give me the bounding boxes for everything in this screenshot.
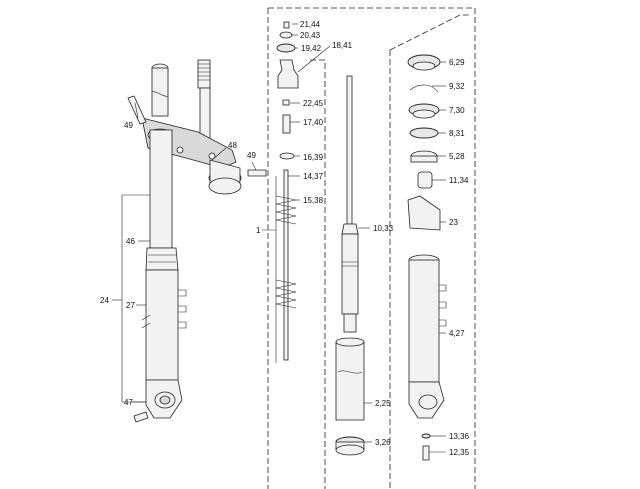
damper-cartridge [335, 75, 365, 456]
callout-8-31: 8,31 [449, 129, 465, 138]
outer-tube-seals [407, 54, 447, 461]
callout-47: 47 [124, 398, 133, 407]
callout-14-37: 14,37 [303, 172, 324, 181]
leader-lines [112, 23, 446, 453]
callout-9-32: 9,32 [449, 82, 465, 91]
callout-10-33: 10,33 [373, 224, 394, 233]
callout-18-41: 18,41 [332, 41, 353, 50]
callout-7-30: 7,30 [449, 106, 465, 115]
callout-23: 23 [449, 218, 458, 227]
callout-11-34: 11,34 [449, 176, 469, 185]
callout-48: 48 [228, 141, 237, 150]
callout-15-38: 15,38 [303, 196, 324, 205]
spring-damper-column [275, 21, 299, 361]
part-callouts: 21,44 20,43 19,42 18,41 22,45 17,40 16,3… [100, 20, 470, 457]
callout-19-42: 19,42 [301, 44, 322, 53]
callout-20-43: 20,43 [300, 31, 321, 40]
callout-3-26: 3,26 [375, 438, 391, 447]
callout-24: 24 [100, 296, 109, 305]
callout-13-36: 13,36 [449, 432, 470, 441]
callout-6-29: 6,29 [449, 58, 465, 67]
callout-49-bolt-side: 49 [247, 151, 256, 160]
callout-16-39: 16,39 [303, 153, 324, 162]
callout-2-25: 2,25 [375, 399, 391, 408]
callout-4-27: 4,27 [449, 329, 465, 338]
fork-leg-assembly [121, 59, 267, 423]
callout-17-40: 17,40 [303, 118, 324, 127]
callout-27: 27 [126, 301, 135, 310]
callout-22-45: 22,45 [303, 99, 324, 108]
callout-46: 46 [126, 237, 135, 246]
callout-1: 1 [256, 226, 261, 235]
callout-5-28: 5,28 [449, 152, 465, 161]
assembly-boundaries [267, 7, 476, 489]
callout-49-bolt-top: 49 [124, 121, 133, 130]
callout-21-44: 21,44 [300, 20, 321, 29]
callout-12-35: 12,35 [449, 448, 470, 457]
